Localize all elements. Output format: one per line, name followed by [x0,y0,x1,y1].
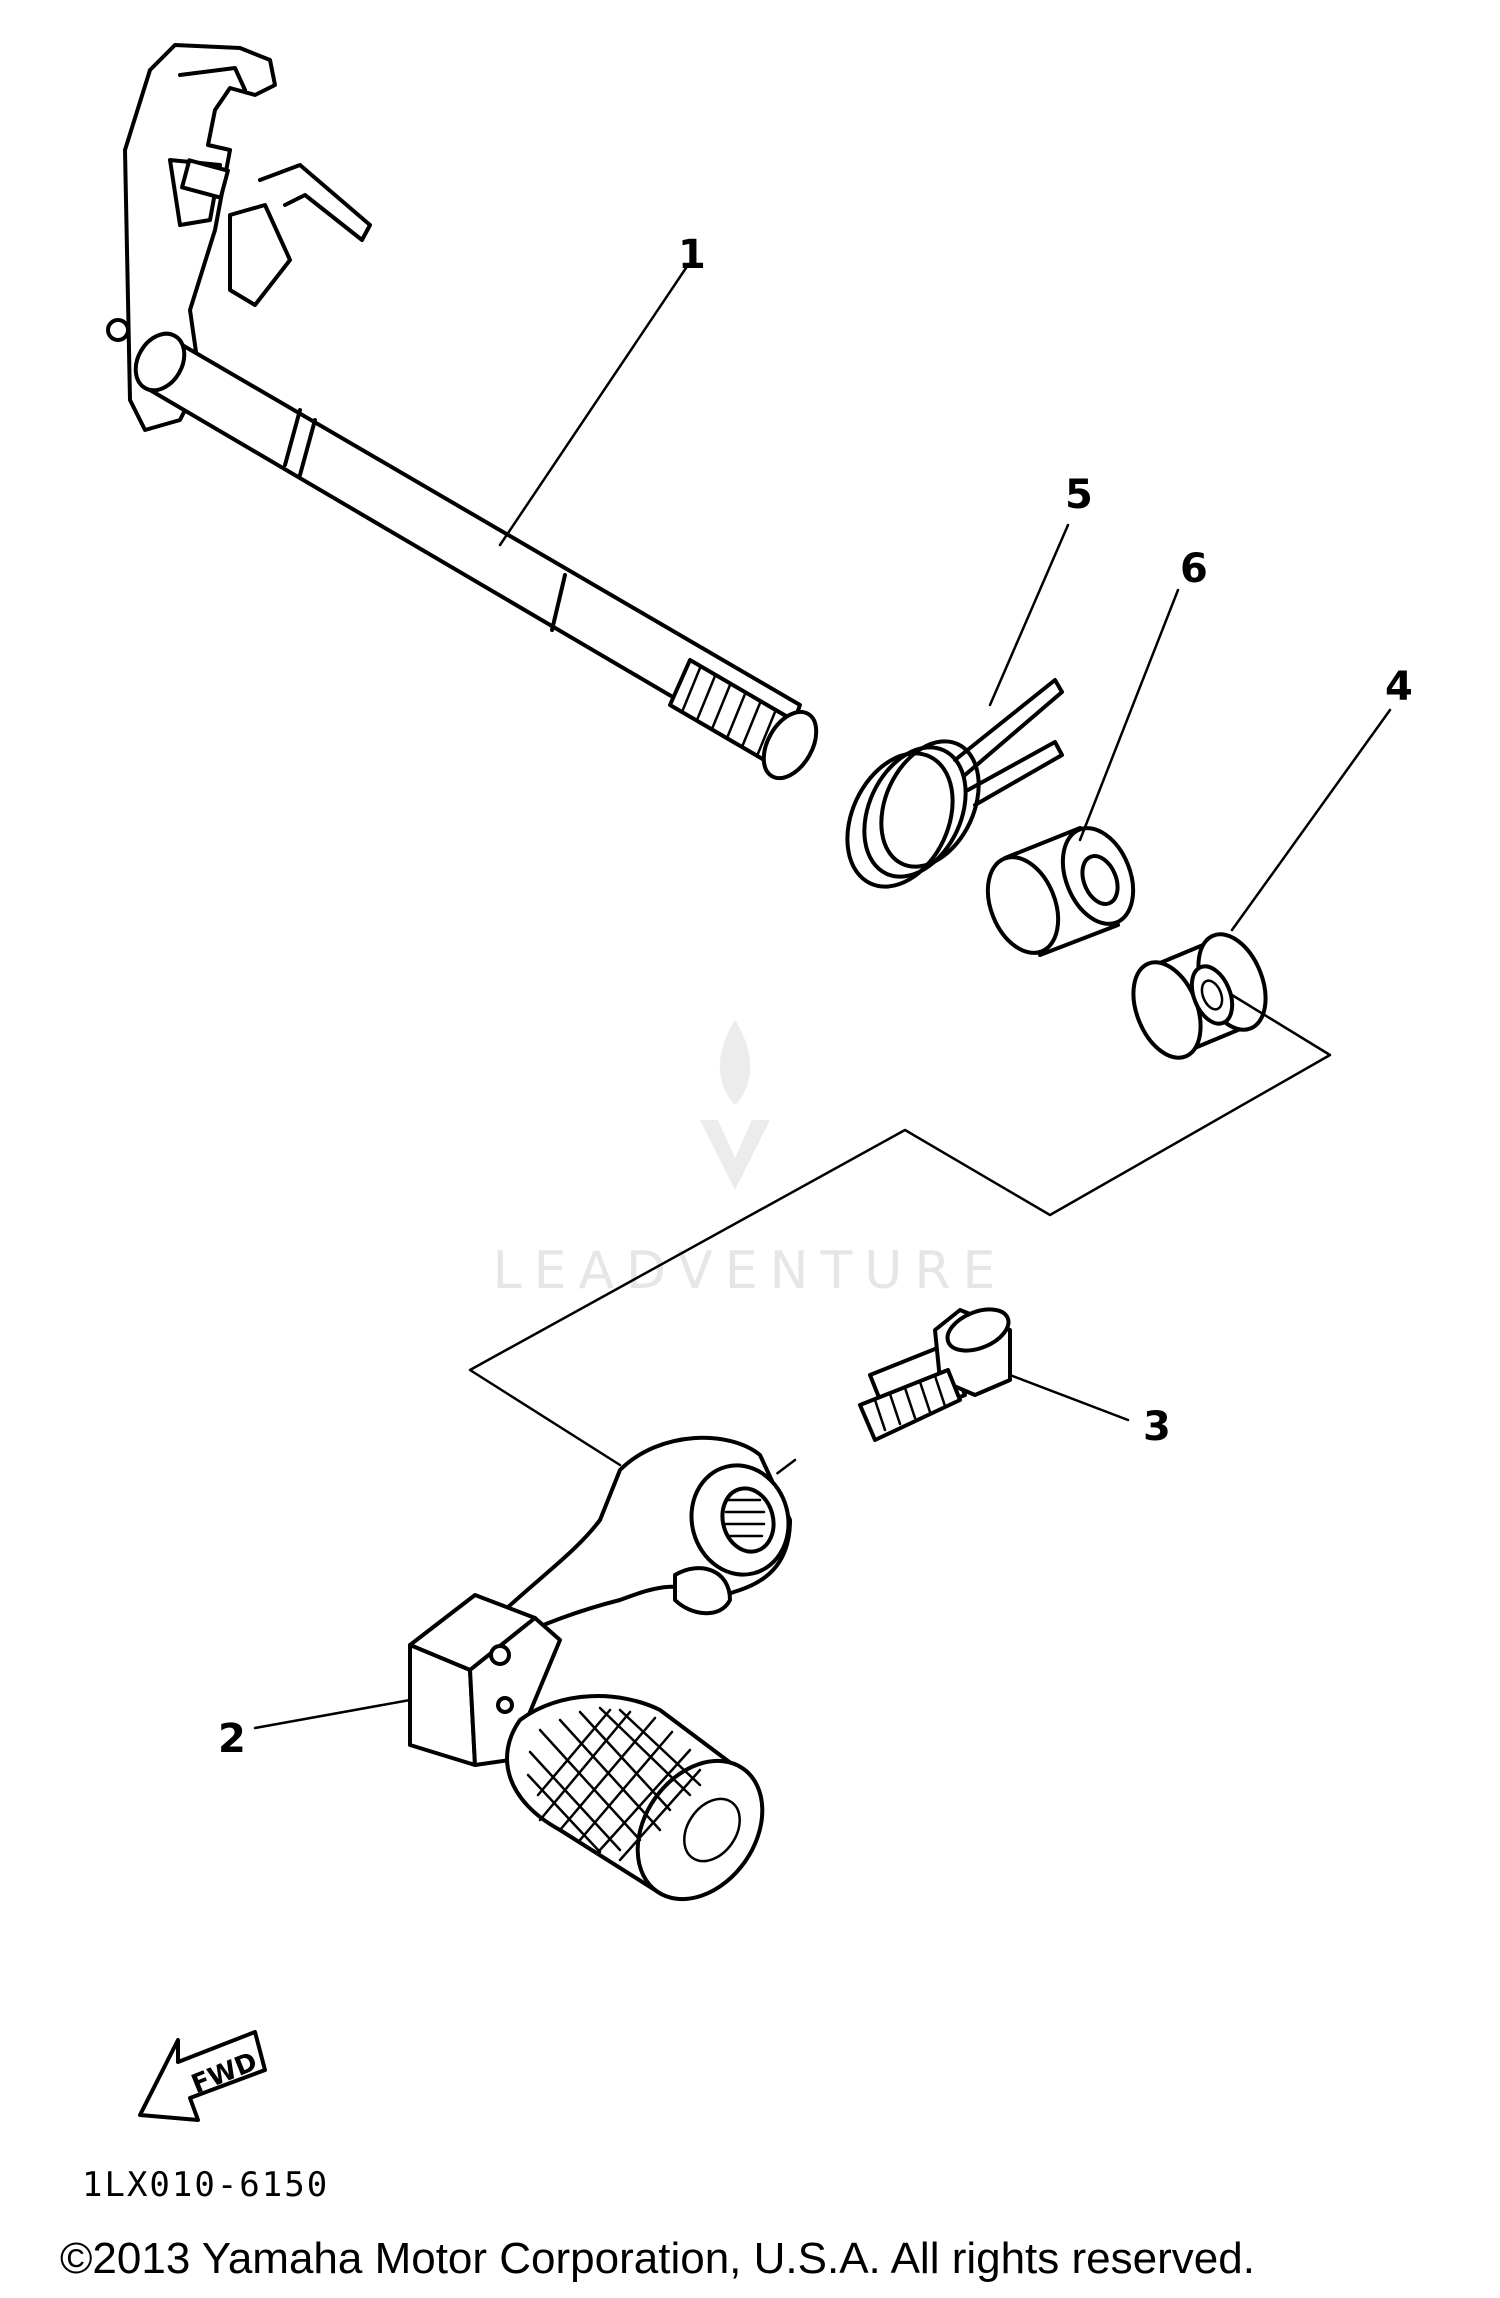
leadventure-watermark: LEADVENTURE [493,1020,1008,1301]
callout-4: 4 [1385,664,1413,710]
callout-6: 6 [1180,546,1208,592]
knurl-pattern [526,1706,702,1862]
part-2-shift-pedal: 2 [218,1435,792,1902]
callout-1: 1 [678,232,706,278]
callout-5: 5 [1065,472,1093,518]
part-4-oil-seal: 4 [1131,664,1413,1060]
part-1-shift-shaft: 1 [106,43,819,781]
watermark-text: LEADVENTURE [493,1241,1008,1301]
part-6-collar: 6 [985,546,1208,957]
part-3-bolt: 3 [858,1307,1171,1450]
copyright-notice: ©2013 Yamaha Motor Corporation, U.S.A. A… [60,2234,1255,2283]
callout-3: 3 [1143,1404,1171,1450]
fwd-direction-arrow: FWD [138,2030,267,2122]
callout-2: 2 [218,1716,246,1762]
diagram-code: 1LX010-6150 [82,2165,329,2205]
part-5-torsion-spring: 5 [845,472,1093,889]
